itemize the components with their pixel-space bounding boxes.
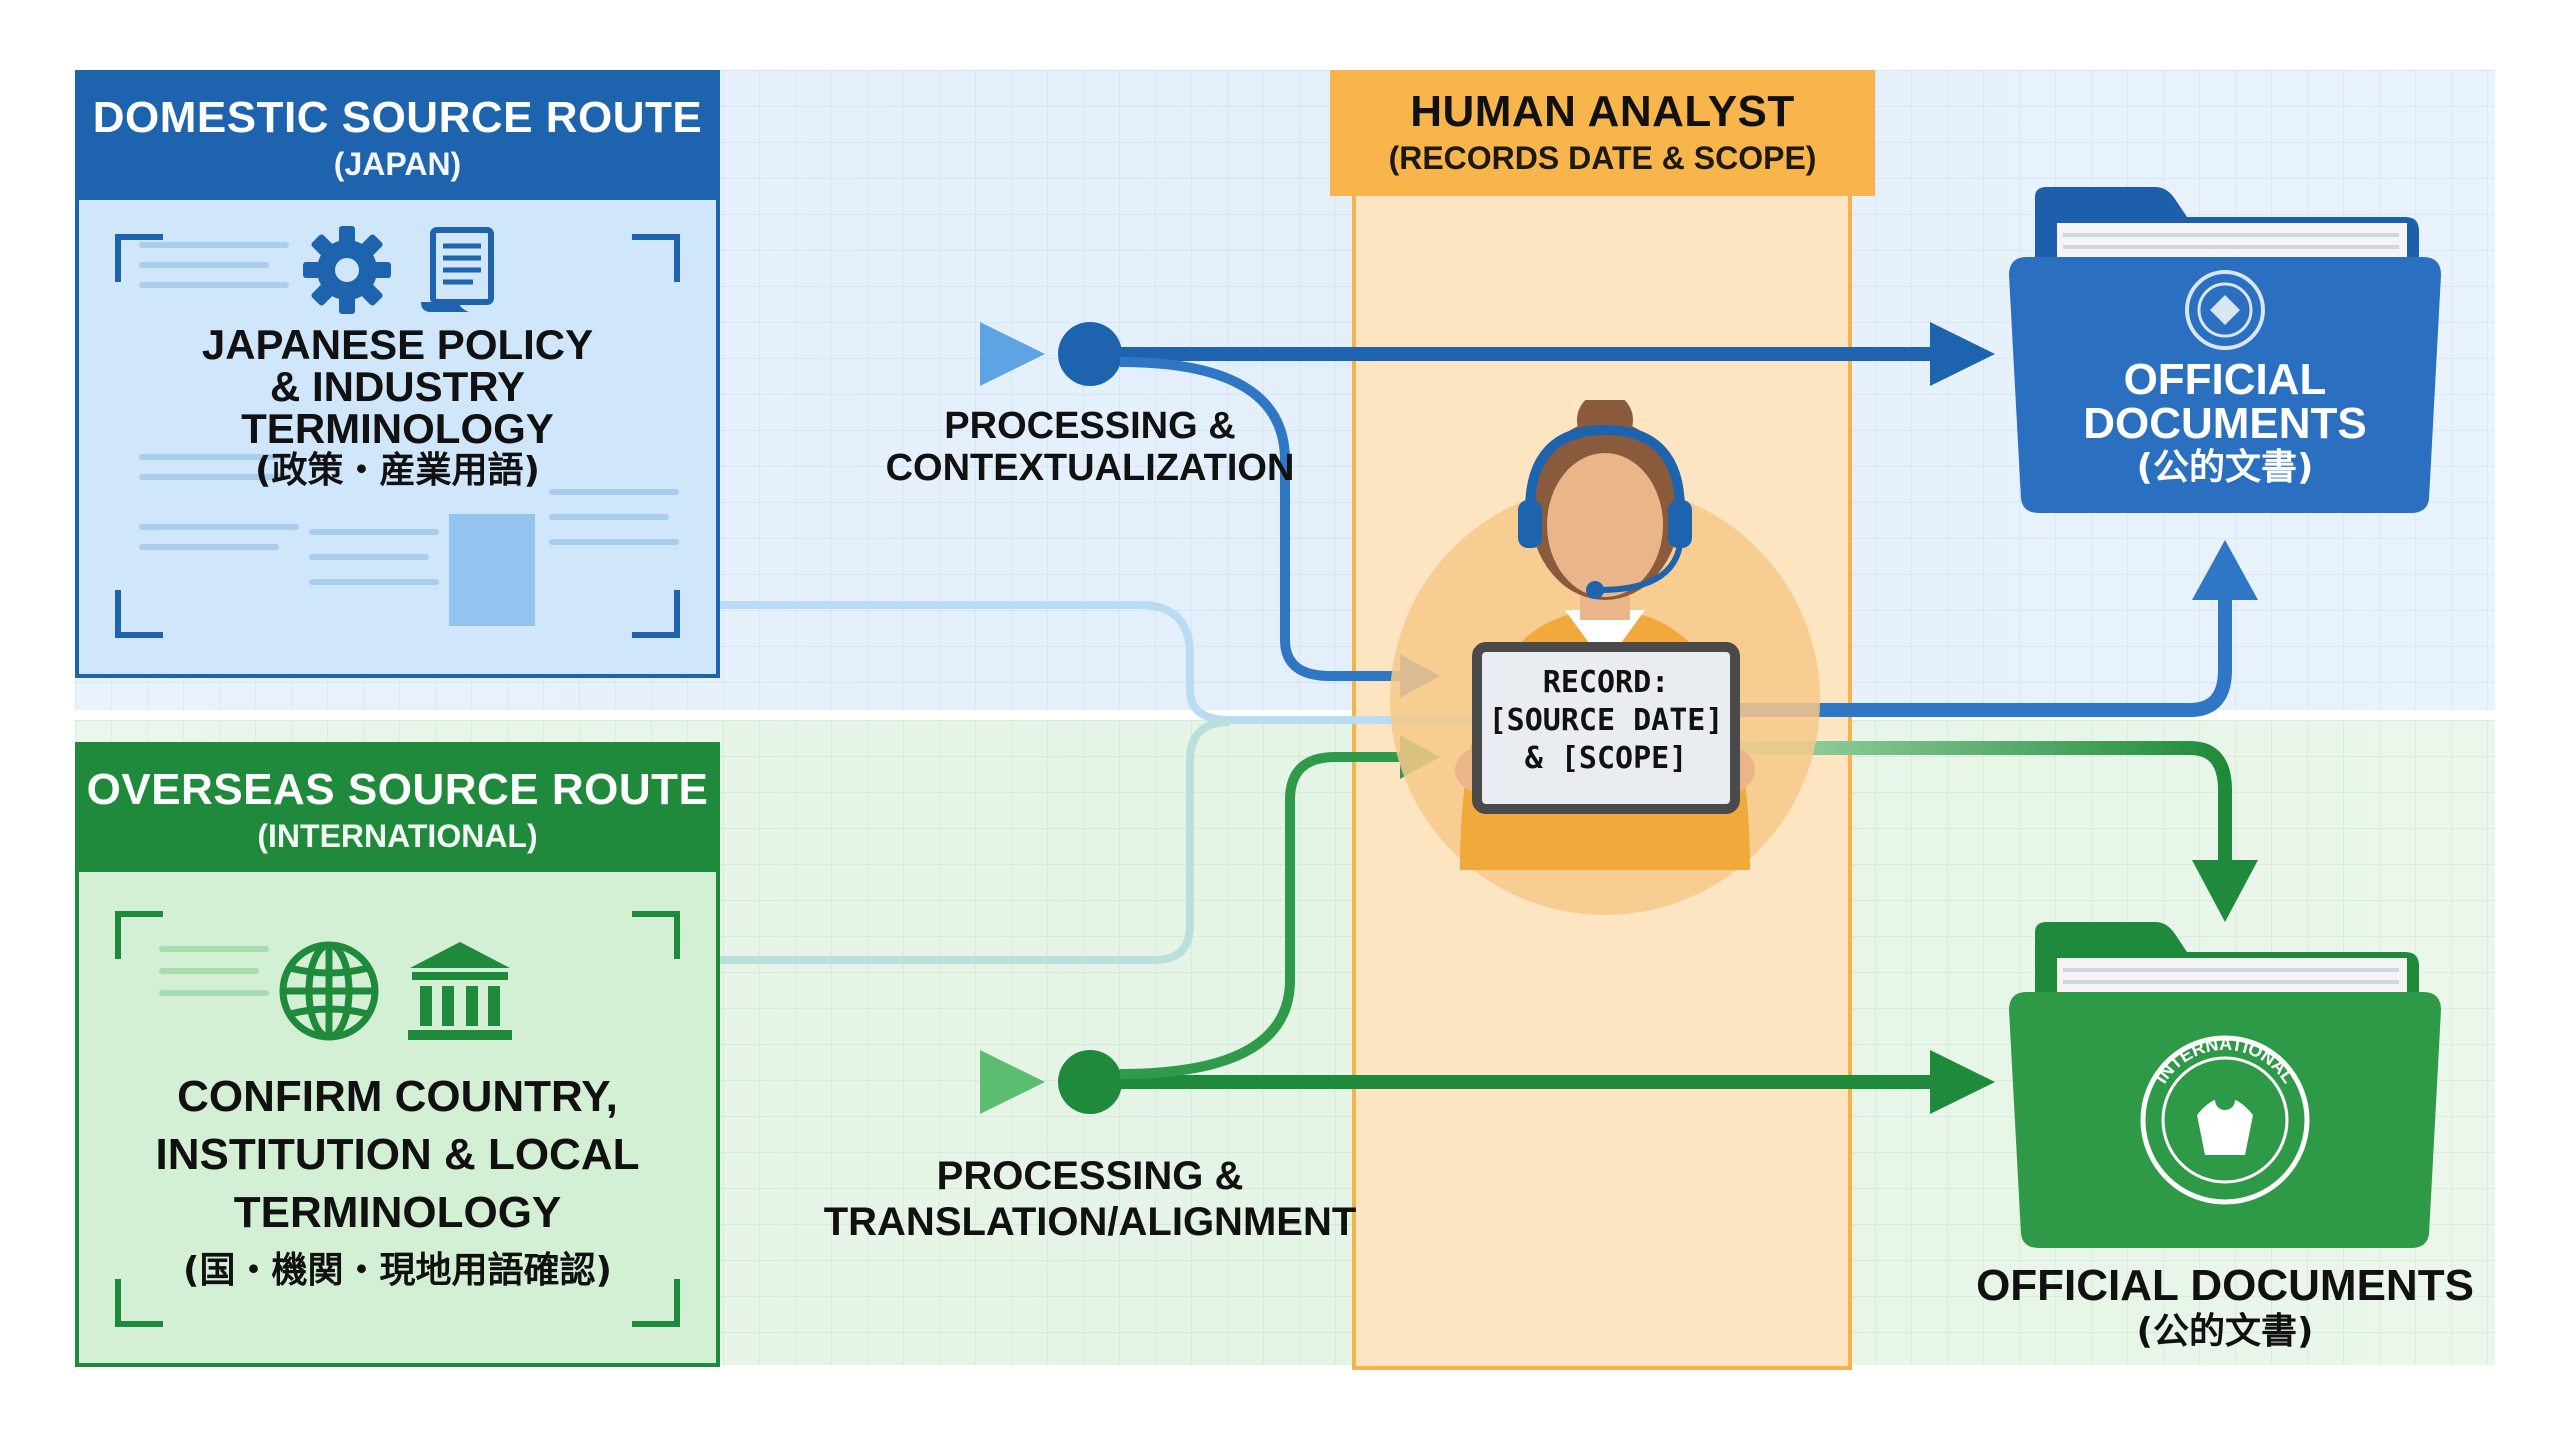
top-branch-line (1119, 357, 1410, 681)
scroll-icon (421, 227, 494, 312)
corner-bracket (115, 590, 163, 638)
corner-bracket (632, 911, 680, 959)
overseas-header: OVERSEAS SOURCE ROUTE (INTERNATIONAL) (79, 746, 716, 872)
domestic-body-line: JAPANESE POLICY (201, 321, 594, 368)
green-folder-icon: INTERNATIONAL (2009, 922, 2441, 1248)
domestic-subtitle: (JAPAN) (333, 146, 462, 182)
bottom-output-jp: (公的文書) (2136, 1311, 2314, 1352)
text-line-decoration (309, 529, 439, 535)
text-line-decoration (139, 282, 289, 288)
domestic-source-panel: DOMESTIC SOURCE ROUTE (JAPAN) (75, 70, 720, 678)
corner-bracket (115, 234, 163, 282)
top-flow-line (720, 322, 1995, 386)
record-line: [SOURCE DATE] (1488, 703, 1724, 738)
text-line-decoration (309, 579, 439, 585)
record-line: RECORD: (1542, 665, 1670, 700)
bottom-process-node (1058, 1050, 1122, 1114)
overseas-body-line: CONFIRM COUNTRY, (177, 1072, 618, 1121)
text-line-decoration (139, 242, 289, 248)
corner-bracket (632, 590, 680, 638)
corner-bracket (632, 234, 680, 282)
text-line-decoration (159, 968, 259, 974)
overseas-body-jp: (国・機関・現地用語確認) (183, 1250, 612, 1291)
domestic-body-line: TERMINOLOGY (241, 405, 554, 452)
text-line-decoration (139, 454, 279, 460)
text-line-decoration (309, 554, 429, 560)
overseas-title: OVERSEAS SOURCE ROUTE (86, 765, 709, 814)
overseas-body-text: CONFIRM COUNTRY, INSTITUTION & LOCAL TER… (99, 1068, 696, 1300)
top-flow-label: PROCESSING & CONTEXTUALIZATION (880, 405, 1300, 489)
corner-bracket (115, 911, 163, 959)
overseas-subtitle: (INTERNATIONAL) (257, 818, 538, 854)
analyst-title: HUMAN ANALYST (1410, 87, 1795, 136)
overseas-body-line: INSTITUTION & LOCAL (155, 1130, 640, 1179)
top-output-jp: (公的文書) (2136, 447, 2314, 488)
bottom-output-label: OFFICIAL DOCUMENTS (公的文書) (1960, 1263, 2490, 1355)
bottom-flow-line (720, 1050, 1995, 1114)
top-process-node (1058, 322, 1122, 386)
bottom-flow-label-line1: PROCESSING & (936, 1154, 1244, 1198)
record-line: & [SCOPE] (1524, 741, 1688, 776)
overseas-faint-line (720, 718, 1231, 964)
top-output-line: OFFICIAL (2123, 355, 2327, 404)
blue-folder-icon (2009, 187, 2441, 513)
institution-icon (408, 942, 512, 1040)
domestic-header: DOMESTIC SOURCE ROUTE (JAPAN) (79, 74, 716, 200)
text-line-decoration (549, 514, 669, 520)
analyst-header: HUMAN ANALYST (RECORDS DATE & SCOPE) (1330, 70, 1875, 196)
domestic-body-jp: (政策・産業用語) (255, 450, 540, 491)
top-output-line: DOCUMENTS (2083, 399, 2367, 448)
text-line-decoration (159, 946, 269, 952)
text-line-decoration (139, 474, 289, 480)
text-line-decoration (139, 524, 299, 530)
bottom-flow-label-line2: TRANSLATION/ALIGNMENT (823, 1200, 1357, 1244)
overseas-body-line: TERMINOLOGY (233, 1188, 562, 1237)
domestic-body-text: JAPANESE POLICY & INDUSTRY TERMINOLOGY (… (99, 324, 696, 492)
top-flow-label-line2: CONTEXTUALIZATION (885, 447, 1295, 489)
overseas-source-panel: OVERSEAS SOURCE ROUTE (INTERNATIONAL) C (75, 742, 720, 1367)
text-line-decoration (139, 544, 279, 550)
top-output-label: OFFICIAL DOCUMENTS (公的文書) (2060, 358, 2390, 490)
globe-icon (279, 941, 379, 1041)
analyst-to-top-folder-line (1740, 590, 2232, 717)
analyst-to-bottom-folder-line (1740, 741, 2232, 870)
text-line-decoration (159, 990, 269, 996)
text-line-decoration (139, 262, 269, 268)
bottom-output-line: OFFICIAL DOCUMENTS (1976, 1261, 2474, 1310)
domestic-title: DOMESTIC SOURCE ROUTE (92, 93, 703, 142)
top-flow-label-line1: PROCESSING & (944, 405, 1236, 447)
bottom-branch-line (1119, 752, 1410, 1079)
document-block-decoration (449, 514, 535, 626)
text-line-decoration (549, 539, 679, 545)
text-line-decoration (549, 489, 679, 495)
gear-icon (303, 226, 391, 314)
corner-bracket (632, 1279, 680, 1327)
record-tablet: RECORD: [SOURCE DATE] & [SCOPE] (1472, 642, 1740, 814)
bottom-flow-label: PROCESSING & TRANSLATION/ALIGNMENT (810, 1153, 1370, 1245)
analyst-subtitle: (RECORDS DATE & SCOPE) (1388, 140, 1817, 176)
domestic-faint-line (720, 601, 1475, 724)
domestic-body-line: & INDUSTRY (269, 363, 526, 410)
corner-bracket (115, 1279, 163, 1327)
